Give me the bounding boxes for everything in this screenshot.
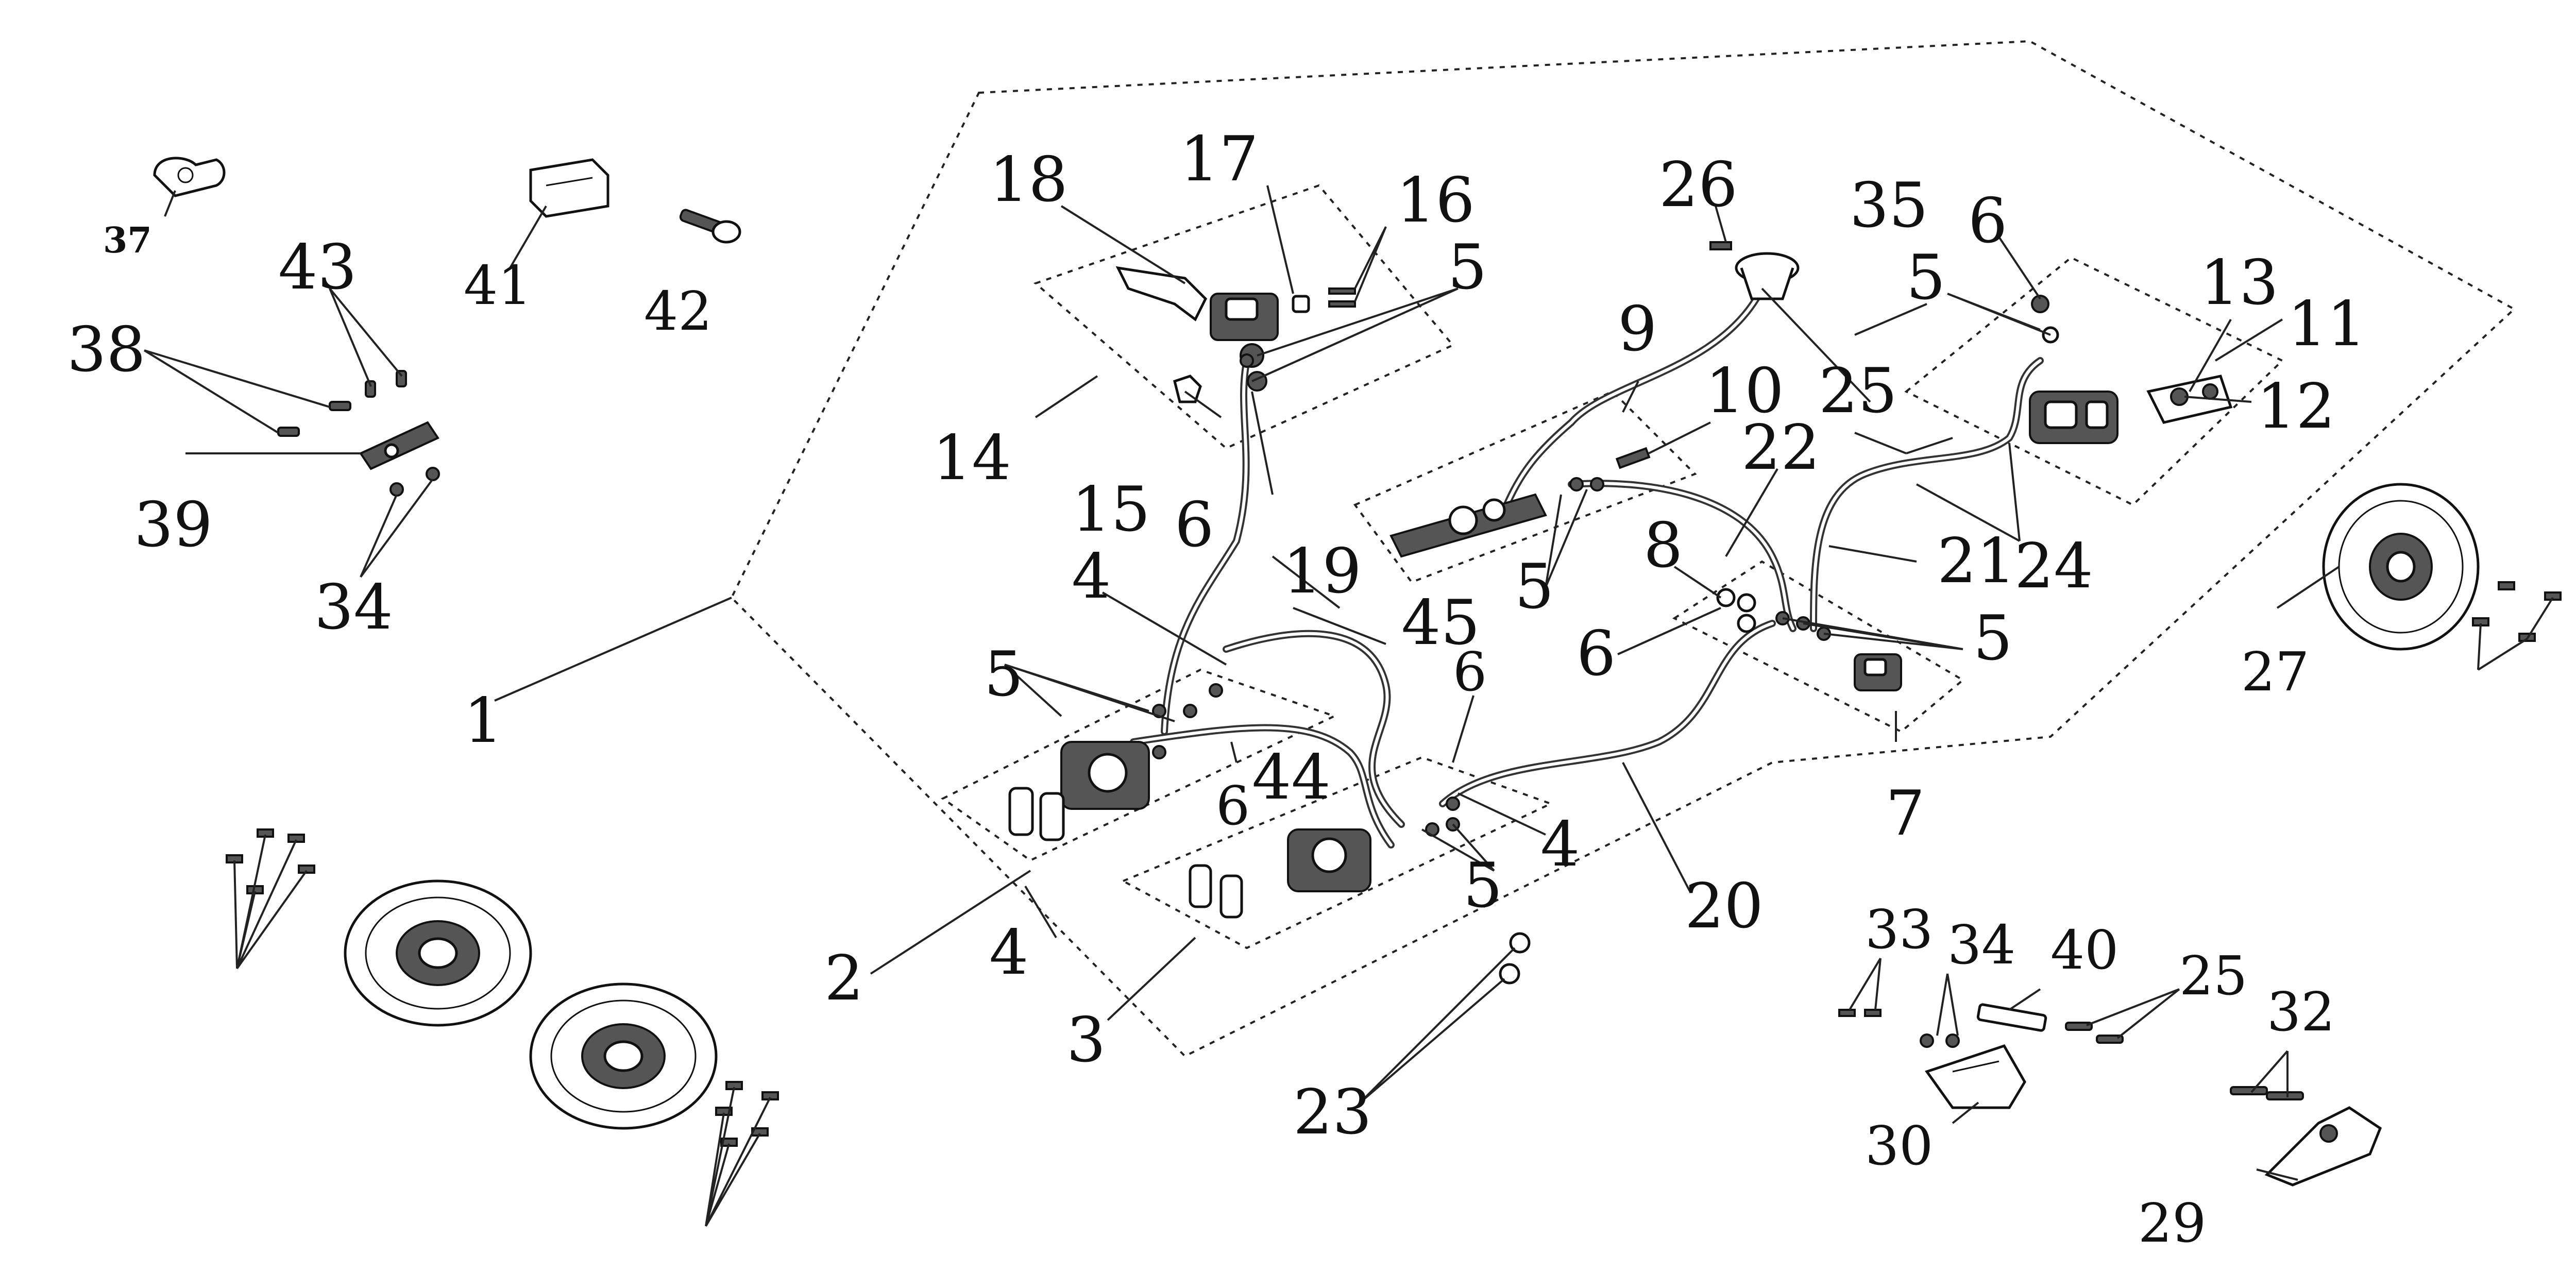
callout-25b: 25 — [2179, 944, 2247, 1007]
front-right-caliper-part-3 — [1189, 828, 1371, 919]
callout-15: 15 — [1072, 474, 1150, 546]
callout-20: 20 — [1685, 871, 1764, 942]
callout-6a: 6 — [1175, 489, 1214, 561]
group-outline-abs — [1672, 560, 1965, 733]
front-master-cylinder-part-17 — [1210, 293, 1279, 392]
switch-housing-part-41 — [529, 158, 609, 218]
rear-caliper-part-11 — [2029, 391, 2119, 444]
callout-27: 27 — [2241, 640, 2309, 703]
callout-7: 7 — [1886, 778, 1925, 850]
reservoir-part-26 — [1709, 241, 1800, 300]
callout-24: 24 — [2014, 531, 2093, 602]
callout-6c: 6 — [1453, 640, 1487, 703]
callout-34a: 34 — [314, 572, 393, 643]
callout-43: 43 — [278, 232, 357, 303]
callout-38: 38 — [67, 314, 146, 386]
callout-34b: 34 — [1947, 913, 2015, 976]
callout-labels: 1 2 3 4 4 4 5 5 5 5 5 5 6 6 6 6 6 7 8 9 … — [67, 124, 2366, 1255]
group-outline-right-caliper — [1121, 756, 1554, 950]
pins-part-32 — [2230, 1086, 2304, 1100]
callout-40: 40 — [2050, 919, 2119, 981]
callout-30: 30 — [1865, 1114, 1933, 1177]
callout-4b: 4 — [1072, 541, 1111, 613]
screw-part-42 — [679, 209, 741, 244]
callout-5e: 5 — [1906, 242, 1945, 314]
bracket-part-30 — [1924, 1044, 2026, 1109]
callout-5c: 5 — [1515, 551, 1554, 623]
group-outline-rear-caliper-upper — [1904, 256, 2284, 506]
callout-25a: 25 — [1819, 355, 1897, 427]
callout-21: 21 — [1937, 526, 2016, 597]
callout-6e: 6 — [1968, 185, 2007, 257]
pins-part-25-right — [2065, 1022, 2124, 1044]
callout-4a: 4 — [989, 917, 1028, 989]
callout-5d: 5 — [1973, 603, 2012, 674]
callout-11: 11 — [2287, 289, 2366, 360]
callout-9: 9 — [1618, 294, 1657, 365]
callout-41: 41 — [464, 254, 532, 317]
bolt-part-16 — [1292, 287, 1356, 313]
group-outline-front-master — [1033, 184, 1455, 450]
leader-lines — [143, 185, 2340, 1181]
callout-3: 3 — [1066, 1005, 1106, 1076]
group-outline-rear-master — [1353, 390, 1697, 584]
callout-6d: 6 — [1577, 618, 1616, 690]
bracket-part-15 — [1173, 375, 1202, 403]
front-disc-left — [344, 879, 532, 1027]
caliper-bracket-part-29 — [2264, 1106, 2382, 1187]
sensor-part-23 — [1499, 932, 1531, 985]
bolt-part-10 — [1615, 447, 1651, 469]
callout-22: 22 — [1741, 412, 1820, 484]
callout-23: 23 — [1293, 1077, 1372, 1148]
rear-disc-part-27 — [2322, 483, 2480, 651]
group-outline-main — [730, 40, 2516, 1058]
callout-5f: 5 — [1448, 232, 1487, 303]
bleed-screw-part-6-upper — [2031, 295, 2059, 344]
clamp-part-37 — [153, 157, 226, 197]
disc-bolts-right — [705, 1081, 779, 1227]
callout-35: 35 — [1850, 170, 1928, 242]
bolts-part-38 — [277, 401, 351, 437]
callout-39: 39 — [134, 489, 213, 561]
callout-29: 29 — [2138, 1192, 2206, 1255]
callout-13: 13 — [2200, 247, 2279, 319]
front-left-caliper-part-2 — [1008, 741, 1150, 841]
callout-18: 18 — [989, 144, 1068, 216]
callout-44: 44 — [1252, 742, 1331, 814]
callout-1: 1 — [464, 685, 503, 757]
front-brake-lever-part-18 — [1115, 266, 1208, 321]
nuts-part-34-right — [1920, 1033, 1960, 1048]
disc-bolts-rear — [2472, 581, 2562, 671]
callout-4c: 4 — [1540, 809, 1580, 880]
callout-33: 33 — [1865, 898, 1933, 961]
callout-10: 10 — [1705, 355, 1784, 427]
callout-8: 8 — [1643, 510, 1683, 582]
disc-bolts-left — [226, 828, 315, 970]
callout-6b: 6 — [1216, 774, 1250, 837]
callout-2: 2 — [824, 943, 863, 1014]
callout-16: 16 — [1396, 165, 1475, 236]
front-disc-right — [529, 982, 718, 1130]
callout-17: 17 — [1180, 124, 1259, 195]
callout-32: 32 — [2267, 980, 2335, 1043]
bolts-part-33 — [1838, 1009, 1882, 1017]
callout-45: 45 — [1401, 587, 1480, 659]
abs-block-part-7 — [1854, 653, 1902, 691]
mount-bracket-part-39 — [359, 421, 439, 470]
callout-19: 19 — [1283, 536, 1362, 607]
plate-part-40 — [1976, 1003, 2047, 1032]
rear-master-cylinder-part-9 — [1389, 493, 1547, 558]
callout-5a: 5 — [984, 639, 1023, 710]
callout-26: 26 — [1659, 149, 1738, 221]
callout-12: 12 — [2257, 371, 2335, 443]
callout-5b: 5 — [1463, 850, 1502, 922]
connector-part-8 — [1716, 588, 1756, 633]
callout-42: 42 — [644, 280, 712, 343]
bolts-part-43 — [365, 370, 407, 398]
callout-37: 37 — [103, 220, 152, 261]
callout-14: 14 — [933, 422, 1011, 494]
